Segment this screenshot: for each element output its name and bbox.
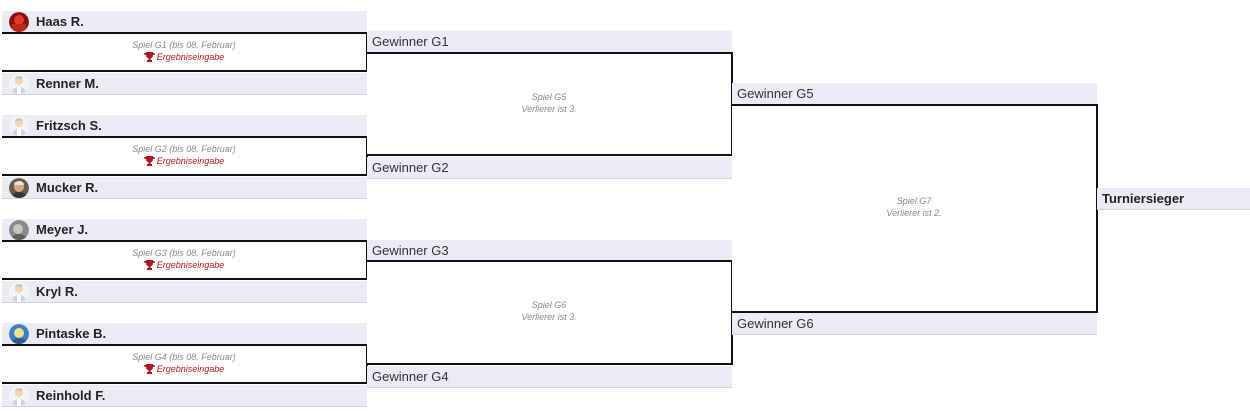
winner-slot-g1[interactable]: Gewinner G1 [367,31,732,53]
winner-slot-g3[interactable]: Gewinner G3 [367,240,732,262]
match-label: Spiel G3 (bis 08. Februar) [132,248,236,258]
result-entry-link[interactable]: Ergebniseingabe [143,259,225,271]
gray-avatar-icon [9,219,29,240]
player-name: Kryl R. [36,284,78,299]
player-slot[interactable]: Pintaske B. [2,323,367,345]
match-note: Verlierer ist 3. [521,312,577,322]
default-person-icon [9,281,29,302]
result-entry-link[interactable]: Ergebniseingabe [143,155,225,167]
champion-label: Turniersieger [1102,191,1185,206]
result-entry-label: Ergebniseingabe [156,52,225,62]
player-slot[interactable]: Mucker R. [2,177,367,199]
player-slot[interactable]: Haas R. [2,11,367,33]
player-name: Reinhold F. [36,388,106,403]
result-entry-link[interactable]: Ergebniseingabe [143,51,225,63]
trophy-icon [143,156,155,166]
result-entry-label: Ergebniseingabe [156,260,225,270]
default-person-icon [9,385,29,406]
match-box-g4: Spiel G4 (bis 08. Februar) Ergebniseinga… [2,344,368,384]
match-box-g2: Spiel G2 (bis 08. Februar) Ergebniseinga… [2,136,368,176]
match-box-g7: Spiel G7 Verlierer ist 2. [732,104,1098,313]
match-box-g1: Spiel G1 (bis 08. Februar) Ergebniseinga… [2,32,368,72]
player-name: Haas R. [36,14,84,29]
player-slot[interactable]: Kryl R. [2,281,367,303]
slot-label: Gewinner G6 [737,316,814,331]
match-label: Spiel G1 (bis 08. Februar) [132,40,236,50]
match-label: Spiel G2 (bis 08. Februar) [132,144,236,154]
player-name: Fritzsch S. [36,118,102,133]
winner-slot-g5[interactable]: Gewinner G5 [732,83,1097,105]
result-entry-link[interactable]: Ergebniseingabe [143,363,225,375]
player-slot[interactable]: Fritzsch S. [2,115,367,137]
trophy-icon [143,52,155,62]
player-slot[interactable]: Meyer J. [2,219,367,241]
player-slot[interactable]: Reinhold F. [2,385,367,407]
player-name: Meyer J. [36,222,89,237]
photo-avatar-icon [9,177,29,198]
trophy-icon [143,260,155,270]
match-box-g6: Spiel G6 Verlierer ist 3. [367,260,733,365]
match-label: Spiel G6 [531,300,567,310]
match-label: Spiel G7 [896,196,932,206]
trophy-icon [143,364,155,374]
winner-slot-g6[interactable]: Gewinner G6 [732,313,1097,335]
winner-slot-g4[interactable]: Gewinner G4 [367,366,732,388]
player-slot[interactable]: Renner M. [2,73,367,95]
player-name: Mucker R. [36,180,99,195]
winner-slot-g2[interactable]: Gewinner G2 [367,157,732,179]
red-avatar-icon [9,11,29,32]
match-note: Verlierer ist 3. [521,104,577,114]
slot-label: Gewinner G3 [372,243,449,258]
slot-label: Gewinner G1 [372,34,449,49]
result-entry-label: Ergebniseingabe [156,156,225,166]
default-person-icon [9,115,29,136]
slot-label: Gewinner G5 [737,86,814,101]
match-label: Spiel G5 [531,92,567,102]
match-box-g5: Spiel G5 Verlierer ist 3. [367,52,733,156]
match-note: Verlierer ist 2. [886,208,942,218]
match-box-g3: Spiel G3 (bis 08. Februar) Ergebniseinga… [2,240,368,280]
blue-avatar-icon [9,323,29,344]
champion-slot[interactable]: Turniersieger [1097,188,1250,210]
match-label: Spiel G4 (bis 08. Februar) [132,352,236,362]
player-name: Pintaske B. [36,326,107,341]
default-person-icon [9,73,29,94]
slot-label: Gewinner G2 [372,160,449,175]
result-entry-label: Ergebniseingabe [156,364,225,374]
slot-label: Gewinner G4 [372,369,449,384]
player-name: Renner M. [36,76,99,91]
